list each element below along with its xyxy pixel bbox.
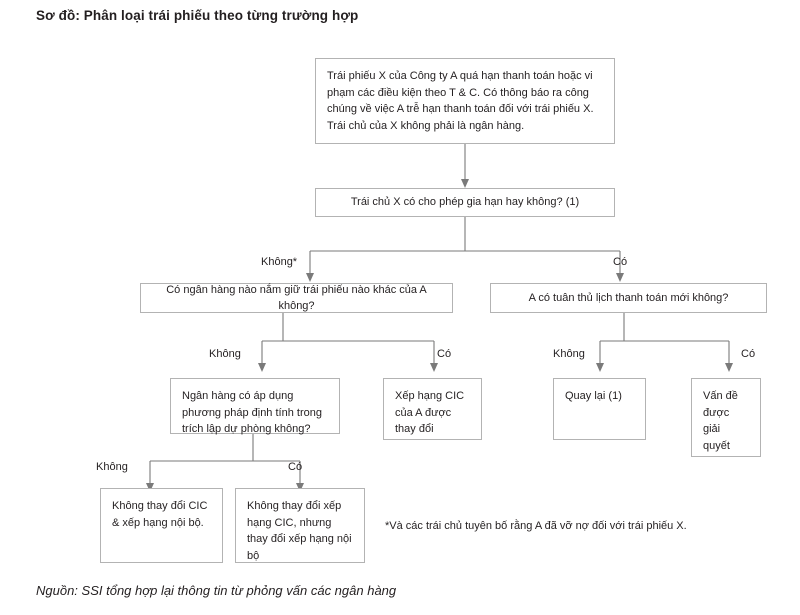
edge-label-qualitative-yes: Có — [288, 461, 303, 473]
node-decision-qualitative[interactable]: Ngân hàng có áp dụng phương pháp định tí… — [170, 378, 340, 435]
edge-label-bank-holds-no: Không — [209, 348, 241, 360]
node-start[interactable]: Trái phiếu X của Công ty A quá hạn thanh… — [315, 58, 615, 144]
node-decision-extension[interactable]: Trái chủ X có cho phép gia hạn hay không… — [315, 188, 615, 217]
node-outcome-resolved[interactable]: Vấn đề được giải quyết — [691, 378, 761, 457]
node-decision-bank-holds[interactable]: Có ngân hàng nào nắm giữ trái phiếu nào … — [140, 283, 453, 313]
edge-label-bank-holds-yes: Có — [437, 348, 452, 360]
footnote-text: *Và các trái chủ tuyên bố rằng A đã vỡ n… — [385, 520, 687, 532]
node-outcome-internal-change[interactable]: Không thay đổi xếp hạng CIC, nhưng thay … — [235, 488, 365, 563]
node-decision-new-schedule[interactable]: A có tuân thủ lịch thanh toán mới không? — [490, 283, 767, 313]
page-title: Sơ đồ: Phân loại trái phiếu theo từng tr… — [36, 8, 359, 23]
edge-label-new-schedule-no: Không — [553, 348, 585, 360]
node-outcome-no-change[interactable]: Không thay đổi CIC & xếp hạng nội bộ. — [100, 488, 223, 563]
edge-label-extension-yes: Có — [613, 256, 628, 268]
node-outcome-cic-changed[interactable]: Xếp hạng CIC của A được thay đổi — [383, 378, 482, 440]
edge-label-qualitative-no: Không — [96, 461, 128, 473]
edge-label-extension-no: Không* — [261, 256, 298, 268]
source-text: Nguồn: SSI tổng hợp lại thông tin từ phỏ… — [36, 583, 397, 598]
edge-label-new-schedule-yes: Có — [741, 348, 756, 360]
node-outcome-back-to-1[interactable]: Quay lại (1) — [553, 378, 646, 440]
